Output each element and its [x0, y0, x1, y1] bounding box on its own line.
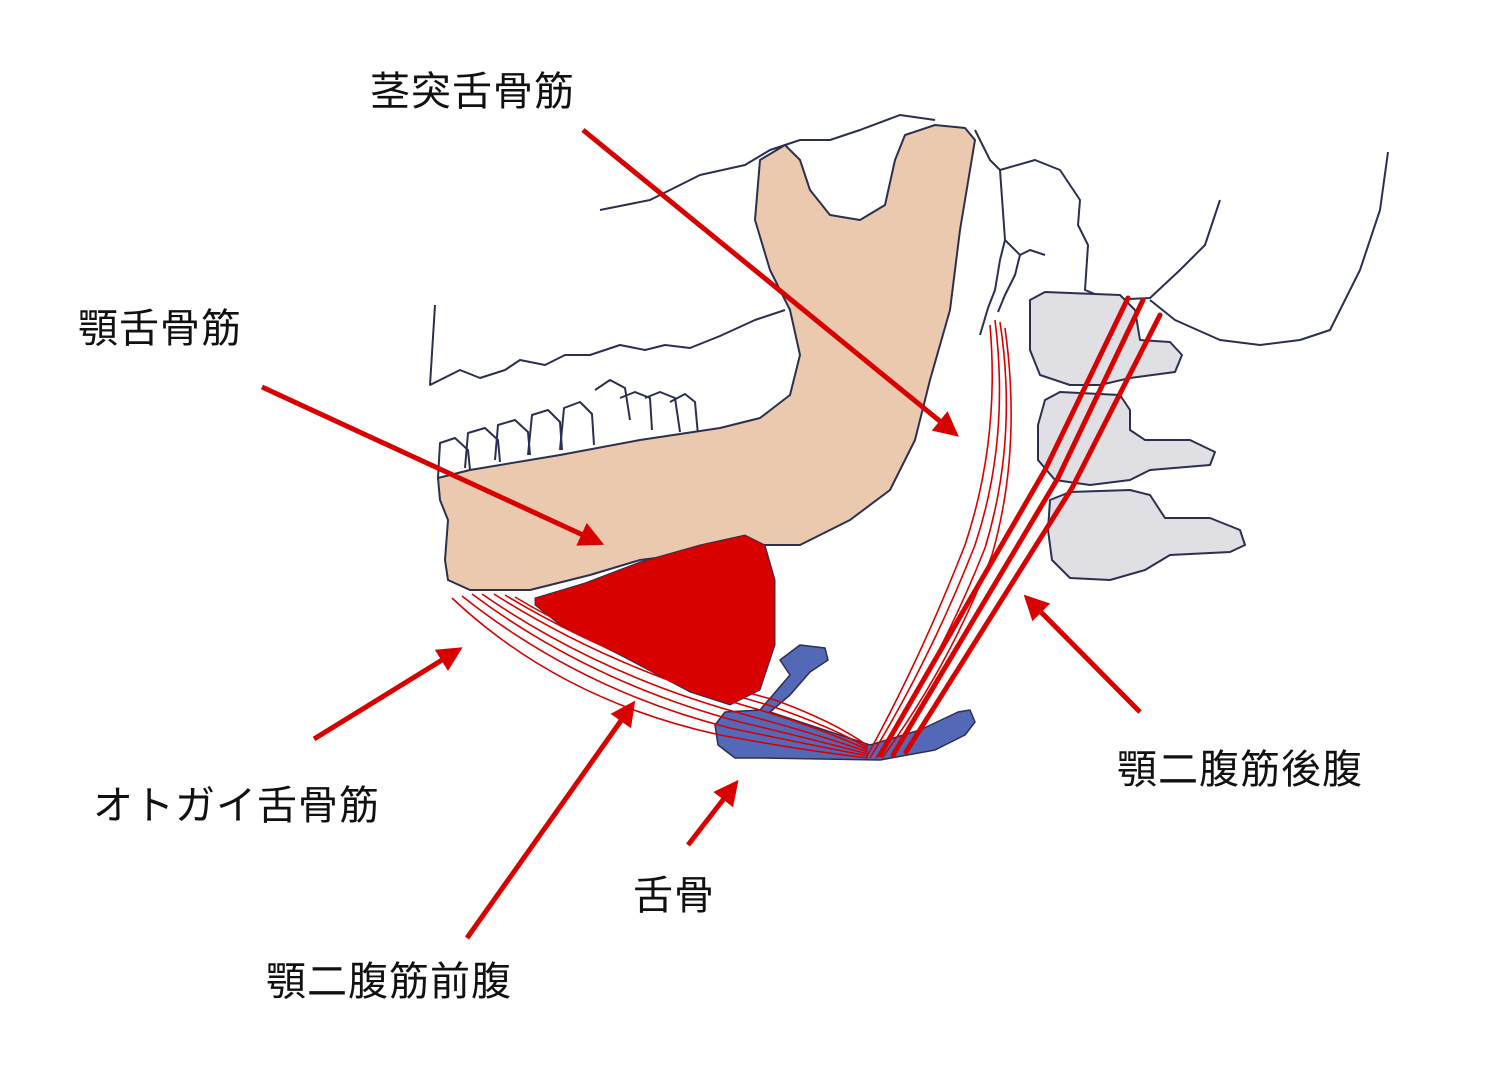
arrow-digastric-anterior — [464, 700, 636, 940]
mandible — [437, 124, 976, 591]
arrow-hyoid — [686, 779, 739, 847]
label-hyoid: 舌骨 — [633, 873, 715, 919]
label-stylohyoid: 茎突舌骨筋 — [370, 69, 575, 115]
arrow-mylohyoid — [260, 384, 605, 546]
label-mylohyoid: 顎舌骨筋 — [78, 306, 242, 352]
skull-outline — [429, 114, 1389, 479]
label-digastric-anterior: 顎二腹筋前腹 — [266, 959, 512, 1005]
arrow-digastric-posterior — [1023, 594, 1142, 714]
posterior-digastric-bands — [877, 295, 1163, 758]
anterior-muscle-fibers — [451, 593, 869, 759]
label-geniohyoid: オトガイ舌骨筋 — [93, 783, 380, 829]
arrow-geniohyoid — [312, 647, 463, 742]
label-digastric-posterior: 顎二腹筋後腹 — [1117, 747, 1363, 793]
arrow-stylohyoid — [581, 128, 959, 437]
